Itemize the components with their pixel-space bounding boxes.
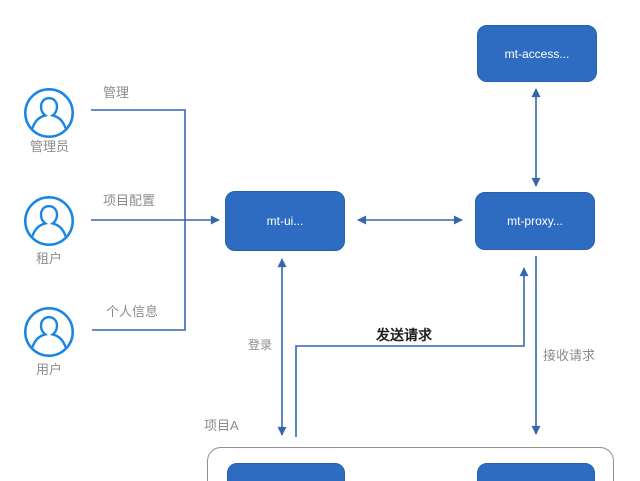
tenant-person-icon — [23, 195, 75, 247]
manage-edge-label: 管理 — [103, 85, 130, 100]
send-request-edge-label: 发送请求 — [376, 327, 432, 343]
login-edge-label: 登录 — [248, 338, 273, 352]
tenant-label: 租户 — [36, 251, 63, 266]
admin-label: 管理员 — [30, 139, 70, 154]
project-a-label: 项目A — [204, 418, 239, 433]
project-a-node-left — [227, 463, 345, 481]
mt-proxy-node: mt-proxy... — [475, 192, 595, 250]
mt-proxy-node-label: mt-proxy... — [507, 214, 563, 228]
receive-request-edge-label: 接收请求 — [543, 348, 596, 363]
mt-access-node-label: mt-access... — [504, 46, 570, 61]
admin-person-icon — [23, 87, 75, 139]
project-config-edge-label: 项目配置 — [103, 193, 156, 208]
edge-send-request-arrow — [295, 267, 529, 437]
mt-access-node: mt-access... — [477, 25, 597, 82]
personal-info-edge-label: 个人信息 — [106, 304, 159, 319]
mt-ui-node: mt-ui... — [225, 191, 345, 251]
user-label: 用户 — [36, 362, 63, 377]
mt-ui-node-label: mt-ui... — [266, 214, 304, 228]
user-person-icon — [23, 306, 75, 358]
project-a-node-right — [477, 463, 595, 481]
